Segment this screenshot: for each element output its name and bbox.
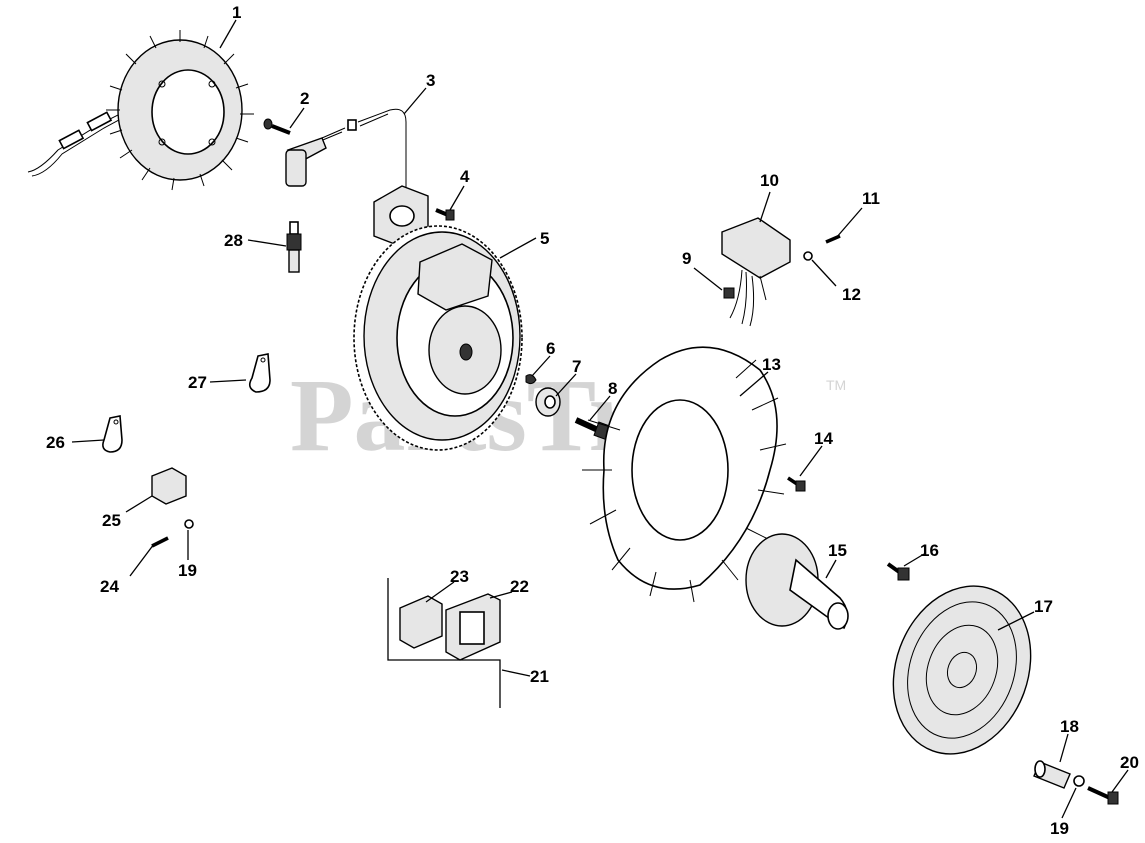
part-regulator[interactable]: [445, 593, 501, 661]
part-clip-27[interactable]: [248, 353, 271, 393]
part-spacer[interactable]: [1033, 760, 1071, 789]
callout-19-upper[interactable]: 19: [178, 561, 197, 580]
callout-19-lower[interactable]: 19: [1050, 819, 1069, 838]
part-screw-11[interactable]: [825, 234, 841, 244]
part-stator[interactable]: [27, 30, 254, 191]
callout-26[interactable]: 26: [46, 433, 65, 452]
part-connector-25[interactable]: [151, 467, 187, 505]
part-hub[interactable]: [745, 533, 849, 630]
callout-21[interactable]: 21: [530, 667, 549, 686]
part-bolt-16[interactable]: [886, 562, 910, 581]
leader-lines: [71, 19, 1129, 819]
callout-7[interactable]: 7: [572, 357, 581, 376]
part-washer-12[interactable]: [803, 251, 813, 261]
callout-27[interactable]: 27: [188, 373, 207, 392]
callout-14[interactable]: 14: [814, 429, 833, 448]
part-clip-26[interactable]: [102, 415, 123, 453]
part-screw-2[interactable]: [263, 118, 291, 135]
callout-6[interactable]: 6: [546, 339, 555, 358]
part-screw-24[interactable]: [151, 536, 169, 548]
callout-3[interactable]: 3: [426, 71, 435, 90]
callout-20[interactable]: 20: [1120, 753, 1139, 772]
part-ignition-module[interactable]: [285, 108, 429, 247]
callout-23[interactable]: 23: [450, 567, 469, 586]
callout-8[interactable]: 8: [608, 379, 617, 398]
part-connector-23[interactable]: [399, 595, 443, 649]
part-screw-14[interactable]: [787, 476, 806, 492]
part-spark-plug[interactable]: [286, 221, 302, 273]
callout-22[interactable]: 22: [510, 577, 529, 596]
part-flywheel[interactable]: [353, 225, 523, 451]
callout-4[interactable]: 4: [460, 167, 470, 186]
callout-1[interactable]: 1: [232, 3, 241, 22]
callout-16[interactable]: 16: [920, 541, 939, 560]
part-bolt-20[interactable]: [1087, 786, 1119, 805]
callout-25[interactable]: 25: [102, 511, 121, 530]
watermark-trademark: TM: [826, 377, 846, 393]
callout-17[interactable]: 17: [1034, 597, 1053, 616]
kit-bracket-21: [387, 578, 501, 708]
callout-labels: 1 2 3 4 5 6 7 8 9 10 11 12 13 14 15 16 1…: [46, 3, 1139, 838]
callout-18[interactable]: 18: [1060, 717, 1079, 736]
callout-13[interactable]: 13: [762, 355, 781, 374]
part-key[interactable]: [525, 374, 537, 385]
part-screen[interactable]: [871, 567, 1054, 774]
callout-28[interactable]: 28: [224, 231, 243, 250]
callout-12[interactable]: 12: [842, 285, 861, 304]
part-blower-fan[interactable]: [582, 346, 787, 603]
callout-15[interactable]: 15: [828, 541, 847, 560]
part-washer-7[interactable]: [535, 387, 561, 417]
callout-9[interactable]: 9: [682, 249, 691, 268]
callout-2[interactable]: 2: [300, 89, 309, 108]
part-nut-9[interactable]: [723, 287, 735, 299]
part-screw-4[interactable]: [435, 208, 455, 221]
part-module-10[interactable]: [721, 217, 791, 327]
part-washer-19-lower[interactable]: [1073, 775, 1085, 787]
callout-11[interactable]: 11: [862, 189, 880, 208]
callout-5[interactable]: 5: [540, 229, 549, 248]
part-washer-19-upper[interactable]: [184, 519, 194, 529]
callout-10[interactable]: 10: [760, 171, 779, 190]
callout-24[interactable]: 24: [100, 577, 119, 596]
